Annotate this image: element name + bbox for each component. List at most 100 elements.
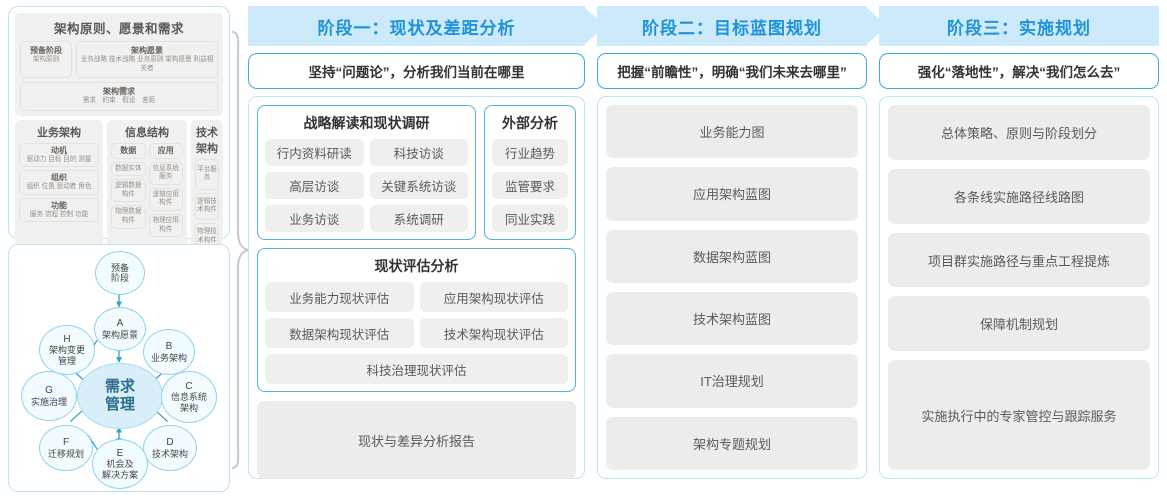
stage-2-block-3[interactable]: 技术架构蓝图 [606, 291, 858, 346]
chip-external-0[interactable]: 行业趋势 [492, 139, 568, 166]
physical-application-label: 物理应用构件 [152, 216, 179, 233]
information-structure-pillar: 信息结构 数据 数据实体 逻辑数据构件 [107, 119, 187, 258]
architecture-requirements-sub: 需求 约束 假设 差距 [82, 97, 156, 105]
platform-service-label: 平台服务 [197, 165, 217, 182]
adm-node-h-key: H [63, 333, 71, 345]
chip-survey-0[interactable]: 行内资料研读 [265, 139, 364, 166]
organization-sub: 组织 位置 驱动者 角色 [26, 183, 92, 191]
adm-node-c-information-system-architecture: C 信息系统 架构 [161, 371, 217, 423]
stage-2-block-2[interactable]: 数据架构蓝图 [606, 229, 858, 283]
technology-architecture-pillar: 技术架构 平台服务 逻辑技术构件 物理技术构件 [191, 119, 223, 258]
application-head-cell: 应用 [148, 142, 183, 159]
adm-node-h-label2: 管理 [57, 355, 76, 366]
organization-cell: 组织 组织 位置 驱动者 角色 [19, 170, 99, 195]
data-head-cell: 数据 [111, 142, 146, 159]
stage-2-body: 业务能力图 应用架构蓝图 数据架构蓝图 技术架构蓝图 IT治理规划 架构专题规划 [597, 96, 867, 479]
function-sub: 服务 流程 控制 功能 [29, 210, 89, 218]
adm-center-line1: 需求 [104, 378, 135, 395]
information-structure-title: 信息结构 [125, 126, 169, 139]
stage-3-body: 总体策略、原则与阶段划分 各条线实施路径线路图 项目群实施路径与重点工程提炼 保… [879, 96, 1159, 479]
information-columns: 数据 数据实体 逻辑数据构件 物理数据构件 [111, 142, 183, 240]
motivation-sub: 驱动力 目标 目的 测量 [26, 155, 92, 163]
data-head: 数据 [120, 145, 137, 155]
stage-1: 阶段一：现状及差距分析 坚持“问题论”，分析我们当前在哪里 战略解读和现状调研 … [248, 6, 605, 479]
brace-connector [228, 28, 252, 472]
logical-data-label: 逻辑数据构件 [115, 182, 142, 198]
adm-node-f-migration-planning: F 迁移规划 [39, 425, 93, 471]
stage-3-subtitle: 强化“落地性”，解决“我们怎么去” [879, 53, 1159, 89]
stage-3-block-0[interactable]: 总体策略、原则与阶段划分 [888, 105, 1150, 160]
technology-architecture-title: 技术架构 [196, 126, 218, 155]
chip-external-1[interactable]: 监管要求 [492, 172, 568, 199]
brace-icon [231, 31, 252, 469]
data-entity-label: 数据实体 [115, 164, 142, 172]
chip-assess-2[interactable]: 数据架构现状评估 [265, 318, 414, 348]
adm-node-d-key: D [166, 437, 174, 449]
adm-node-preliminary-line2: 阶段 [110, 273, 129, 283]
logical-application-cell: 逻辑应用构件 [148, 187, 183, 211]
adm-node-d-label: 技术架构 [151, 448, 188, 459]
adm-node-preliminary: 预备 阶段 [95, 251, 145, 295]
stage-2-header-text: 阶段二：目标蓝图规划 [642, 18, 822, 38]
togaf-header-title: 架构原则、愿景和需求 [53, 22, 184, 36]
platform-service-cell: 平台服务 [195, 158, 219, 190]
adm-node-a-label: 架构愿景 [101, 329, 138, 340]
adm-node-b-key: B [165, 341, 173, 353]
stage-2-block-5[interactable]: 架构专题规划 [606, 416, 858, 470]
physical-technology-label: 物理技术构件 [197, 227, 217, 244]
physical-data-cell: 物理数据构件 [111, 205, 146, 229]
stage-1-body: 战略解读和现状调研 行内资料研读 科技访谈 高层访谈 关键系统访谈 业务访谈 系… [248, 96, 585, 479]
chip-survey-5[interactable]: 系统调研 [369, 205, 468, 232]
stage-3-block-1[interactable]: 各条线实施路径线路图 [888, 168, 1150, 224]
current-state-assessment-card: 现状评估分析 业务能力现状评估 应用架构现状评估 数据架构现状评估 技术架构现状… [257, 248, 576, 392]
stage-2-block-0[interactable]: 业务能力图 [606, 105, 858, 159]
adm-node-a-architecture-vision: A 架构愿景 [94, 307, 146, 351]
architecture-vision-sub: 业务战略 技术战略 业务原则 架构愿景 利益相关者 [80, 56, 214, 72]
chip-survey-1[interactable]: 科技访谈 [369, 139, 468, 166]
logical-technology-label: 逻辑技术构件 [197, 197, 217, 214]
chip-assess-0[interactable]: 业务能力现状评估 [265, 282, 414, 312]
function-head: 功能 [51, 200, 67, 210]
physical-data-label: 物理数据构件 [115, 208, 142, 224]
chip-assess-4[interactable]: 科技治理现状评估 [265, 354, 568, 384]
chip-survey-4[interactable]: 业务访谈 [265, 205, 364, 232]
logical-application-label: 逻辑应用构件 [152, 190, 179, 207]
adm-node-c-label1: 信息系统 [170, 392, 207, 403]
togaf-adm-cycle-panel: 需求 管理 预备 阶段 A 架构愿景 B 业务架构 C 信息系统 [8, 244, 230, 492]
data-entity-cell: 数据实体 [111, 161, 146, 177]
logical-data-cell: 逻辑数据构件 [111, 179, 146, 203]
chip-external-2[interactable]: 同业实践 [492, 205, 568, 232]
motivation-cell: 动机 驱动力 目标 目的 测量 [19, 142, 99, 168]
chip-assess-3[interactable]: 技术架构现状评估 [419, 318, 568, 348]
stage-2-block-4[interactable]: IT治理规划 [606, 354, 858, 408]
adm-node-f-label: 迁移规划 [47, 448, 84, 459]
architecture-vision-title: 架构愿景 [131, 46, 163, 55]
stage-2-block-1[interactable]: 应用架构蓝图 [606, 167, 858, 221]
application-head: 应用 [157, 145, 174, 155]
adm-node-c-label2: 架构 [179, 402, 198, 413]
external-analysis-card: 外部分析 行业趋势 监管要求 同业实践 [484, 105, 576, 240]
function-cell: 功能 服务 流程 控制 功能 [19, 197, 99, 223]
current-state-assessment-title: 现状评估分析 [374, 258, 459, 274]
strategy-survey-chips: 行内资料研读 科技访谈 高层访谈 关键系统访谈 业务访谈 系统调研 [265, 139, 468, 232]
chip-survey-3[interactable]: 关键系统访谈 [369, 172, 468, 199]
architecture-requirements-cell: 架构需求 需求 约束 假设 差距 [20, 82, 218, 111]
gap-analysis-report-block[interactable]: 现状与差异分析报告 [257, 401, 576, 479]
chip-assess-1[interactable]: 应用架构现状评估 [419, 282, 568, 312]
adm-node-e-label2: 解决方案 [101, 469, 138, 480]
adm-node-e-key: E [116, 447, 124, 459]
data-column: 数据 数据实体 逻辑数据构件 物理数据构件 [111, 142, 146, 240]
preliminary-phase-title: 预备阶段 [30, 46, 62, 55]
application-column: 应用 信息系统服务 逻辑应用构件 物理应用构件 [148, 142, 183, 240]
stage-3-block-2[interactable]: 项目群实施路径与重点工程提炼 [888, 232, 1150, 288]
prep-vision-row: 预备阶段 架构原则 架构愿景 业务战略 技术战略 业务原则 架构愿景 利益相关者 [20, 41, 218, 79]
stage-3-block-4[interactable]: 实施执行中的专家管控与跟踪服务 [888, 360, 1150, 470]
stage-2: 阶段二：目标蓝图规划 把握“前瞻性”，明确“我们未来去哪里” 业务能力图 应用架… [597, 6, 887, 479]
stage-3: 阶段三：实施规划 强化“落地性”，解决“我们怎么去” 总体策略、原则与阶段划分 … [879, 6, 1159, 479]
architecture-principles-group: 架构原则、愿景和需求 预备阶段 架构原则 架构愿景 业务战略 技术战略 业务原则… [15, 13, 223, 116]
business-architecture-title: 业务架构 [37, 126, 81, 139]
chip-survey-2[interactable]: 高层访谈 [265, 172, 364, 199]
stage-3-block-3[interactable]: 保障机制规划 [888, 296, 1150, 352]
motivation-head: 动机 [51, 145, 67, 155]
